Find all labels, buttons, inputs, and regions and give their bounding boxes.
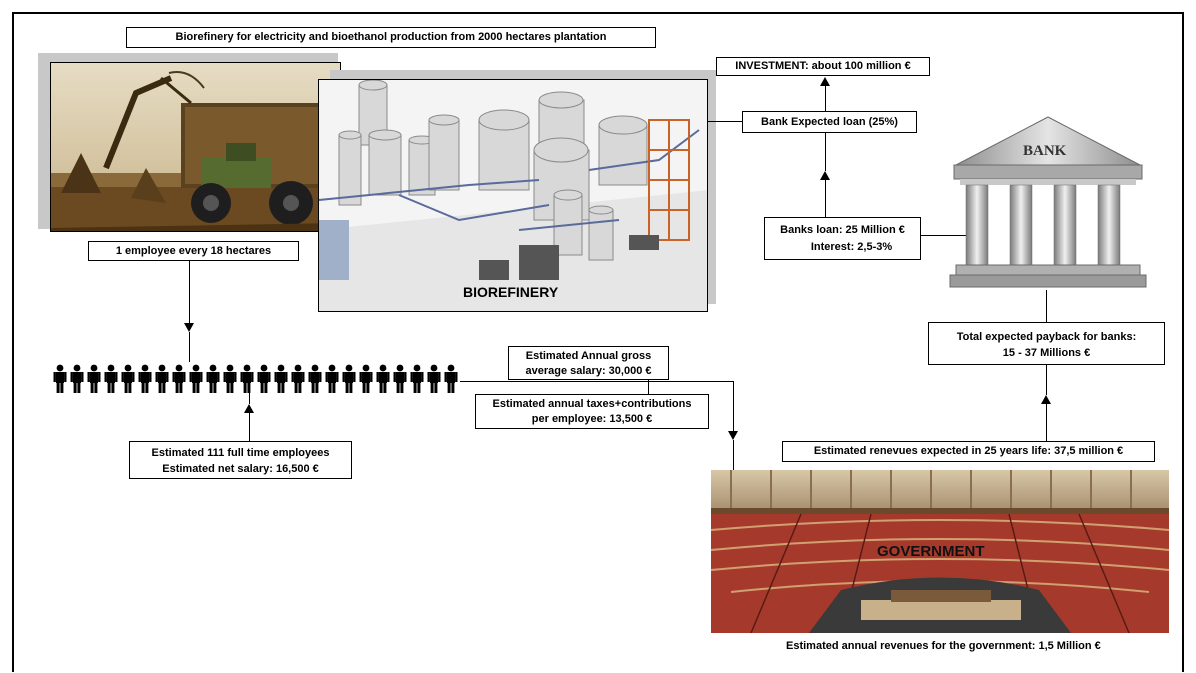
taxes-line1: Estimated annual taxes+contributions xyxy=(492,398,692,410)
revenues-25y-text: Estimated renevues expected in 25 years … xyxy=(813,445,1124,457)
employee-ratio-text: 1 employee every 18 hectares xyxy=(115,245,272,257)
arrow-shaft-ratio xyxy=(189,261,190,323)
employees-line2: Estimated net salary: 16,500 € xyxy=(162,463,319,475)
arrow-shaft-gov xyxy=(733,381,734,431)
arrow-head-employees xyxy=(244,404,254,413)
arrow-shaft-payback xyxy=(1046,404,1047,441)
line-plant-to-loan xyxy=(708,121,742,122)
banks-loan-box: Banks loan: 25 Million € Interest: 2,5-3… xyxy=(764,217,921,260)
banks-loan-line2: Interest: 2,5-3% xyxy=(810,241,893,253)
payback-line2: 15 - 37 Millions € xyxy=(1002,347,1091,359)
gross-salary-box: Estimated Annual gross average salary: 3… xyxy=(508,346,669,380)
biorefinery-label: BIOREFINERY xyxy=(463,284,559,300)
investment-text: INVESTMENT: about 100 million € xyxy=(735,60,911,72)
revenues-25y-box: Estimated renevues expected in 25 years … xyxy=(782,441,1155,462)
harvest-photo xyxy=(50,62,341,232)
gross-salary-line1: Estimated Annual gross xyxy=(525,350,652,362)
investment-box: INVESTMENT: about 100 million € xyxy=(716,57,930,76)
government-parliament xyxy=(711,470,1169,633)
arrow-shaft-investment xyxy=(825,86,826,111)
bank-illustration xyxy=(949,116,1147,288)
bank-building xyxy=(948,115,1148,290)
taxes-box: Estimated annual taxes+contributions per… xyxy=(475,394,709,429)
biorefinery-illustration xyxy=(319,80,707,311)
bank-label: BANK xyxy=(1023,143,1067,159)
title-box: Biorefinery for electricity and bioethan… xyxy=(126,27,656,48)
line-loan-to-bank xyxy=(921,235,966,236)
arrow-shaft-employees xyxy=(249,413,250,441)
arrow-head-gov xyxy=(728,431,738,440)
bank-expected-loan-box: Bank Expected loan (25%) xyxy=(742,111,917,133)
arrow-shaft-expected-loan xyxy=(825,180,826,217)
line-salary-to-taxes xyxy=(648,380,649,394)
gross-salary-line2: average salary: 30,000 € xyxy=(525,365,652,377)
annual-gov-revenues: Estimated annual revenues for the govern… xyxy=(786,640,1101,652)
arrow-head-ratio xyxy=(184,323,194,332)
people-icons xyxy=(53,364,458,393)
payback-line1: Total expected payback for banks: xyxy=(956,331,1137,343)
arrow-head-payback xyxy=(1041,395,1051,404)
employees-row xyxy=(52,364,460,394)
line-loan-upper xyxy=(825,133,826,171)
line-payback-upper xyxy=(1046,365,1047,395)
payback-box: Total expected payback for banks: 15 - 3… xyxy=(928,322,1165,365)
arrow-head-investment xyxy=(820,77,830,86)
line-gov-entry xyxy=(733,440,734,470)
arrow-head-expected-loan xyxy=(820,171,830,180)
biorefinery-plant xyxy=(318,79,708,312)
bank-expected-loan-text: Bank Expected loan (25%) xyxy=(761,116,898,128)
banks-loan-line1: Banks loan: 25 Million € xyxy=(780,224,905,236)
parliament-illustration xyxy=(711,470,1169,633)
diagram-frame xyxy=(12,12,1184,672)
line-bank-to-payback xyxy=(1046,290,1047,322)
employees-box: Estimated 111 full time employees Estima… xyxy=(129,441,352,479)
government-label: GOVERNMENT xyxy=(877,543,985,560)
employees-line1: Estimated 111 full time employees xyxy=(151,447,330,459)
line-ratio-to-people xyxy=(189,332,190,362)
harvest-illustration xyxy=(51,63,340,231)
employee-ratio-box: 1 employee every 18 hectares xyxy=(88,241,299,261)
title-text: Biorefinery for electricity and bioethan… xyxy=(175,31,607,43)
line-people-to-gov xyxy=(460,381,734,382)
line-people-to-employees xyxy=(249,393,250,404)
taxes-line2: per employee: 13,500 € xyxy=(531,413,653,425)
